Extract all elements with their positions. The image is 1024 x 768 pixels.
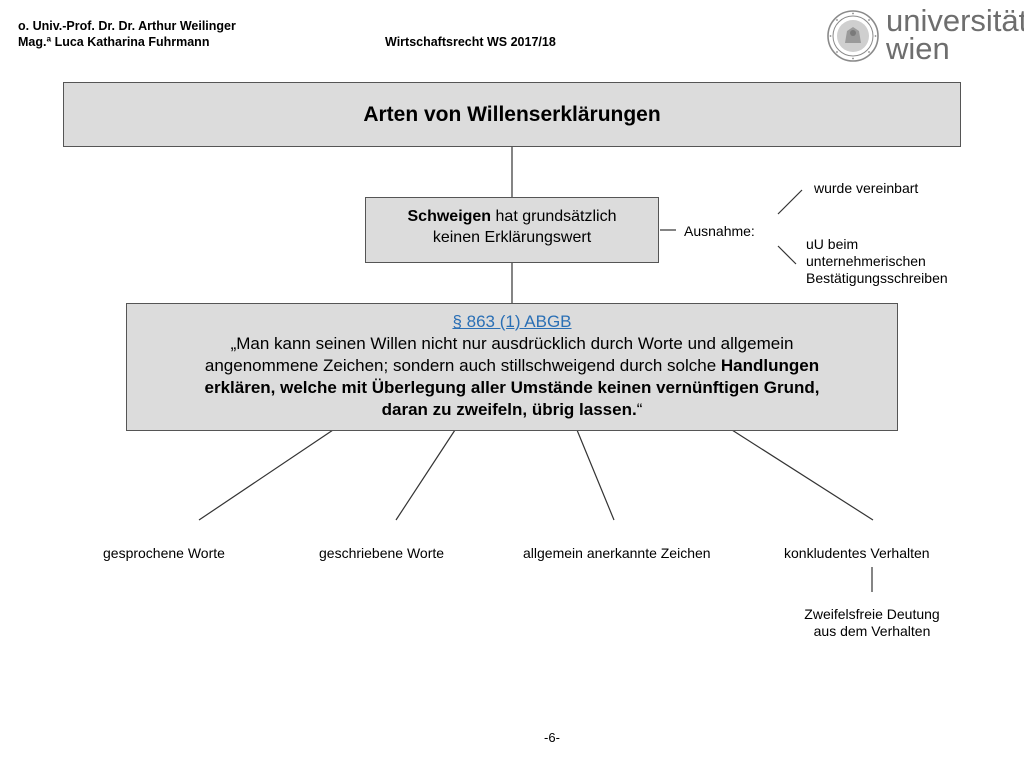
law-quote-line-1: „Man kann seinen Willen nicht nur ausdrü…: [230, 334, 794, 353]
form-conclusive-conduct: konkludentes Verhalten: [784, 545, 930, 561]
law-quote-line-4-end: “: [636, 400, 643, 419]
law-box: § 863 (1) ABGB „Man kann seinen Willen n…: [126, 303, 898, 431]
header-author-1: o. Univ.-Prof. Dr. Dr. Arthur Weilinger: [18, 19, 236, 33]
exception-label: Ausnahme:: [684, 223, 755, 239]
page-number: -6-: [544, 730, 560, 745]
university-logo: universität wien: [826, 5, 1024, 66]
university-seal-icon: [827, 10, 879, 62]
connector-law-to-form-4: [731, 429, 874, 521]
exception-option-2-line-2: unternehmerischen: [806, 253, 926, 269]
law-quote-line-4-bold: daran zu zweifeln, übrig lassen.: [381, 400, 637, 419]
exception-option-2-line-3: Bestätigungsschreiben: [806, 270, 948, 286]
silence-box: Schweigen hat grundsätzlich keinen Erklä…: [365, 197, 659, 263]
header-course: Wirtschaftsrecht WS 2017/18: [385, 35, 556, 49]
silence-box-line-1: Schweigen hat grundsätzlich: [366, 206, 658, 227]
logo-text-line-2: wien: [886, 31, 950, 66]
conclusion-line-1: Zweifelsfreie Deutung: [804, 606, 940, 622]
silence-rest-line-1: hat grundsätzlich: [491, 208, 617, 225]
form-written-words: geschriebene Worte: [319, 545, 445, 561]
silence-bold-word: Schweigen: [407, 208, 492, 225]
silence-box-line-2: keinen Erklärungswert: [432, 229, 592, 246]
law-quote-line-2: angenommene Zeichen; sondern auch stills…: [127, 355, 897, 377]
conclusion-line-2: aus dem Verhalten: [813, 623, 931, 639]
connector-law-to-form-1: [198, 429, 334, 521]
law-quote-line-2-regular: angenommene Zeichen; sondern auch stills…: [204, 356, 721, 375]
header-author-2: Mag.ª Luca Katharina Fuhrmann: [18, 35, 210, 49]
exception-option-2-line-1: uU beim: [806, 236, 859, 252]
form-spoken-words: gesprochene Worte: [103, 545, 225, 561]
law-reference-link[interactable]: § 863 (1) ABGB: [452, 312, 572, 331]
diagram-title: Arten von Willenserklärungen: [363, 102, 661, 126]
connector-law-to-form-2: [395, 429, 456, 521]
connector-exception-upper: [777, 189, 803, 215]
law-quote-line-2-bold: Handlungen: [720, 356, 820, 375]
logo-text-line-1: universität: [886, 3, 1024, 38]
conclusion-text: Zweifelsfreie Deutung aus dem Verhalten: [772, 606, 972, 640]
form-recognized-signs: allgemein anerkannte Zeichen: [523, 545, 711, 561]
connector-exception-lower: [777, 245, 797, 265]
law-quote-line-4: daran zu zweifeln, übrig lassen.“: [127, 399, 897, 421]
exception-option-1: wurde vereinbart: [814, 180, 919, 196]
law-quote-line-3: erklären, welche mit Überlegung aller Um…: [204, 378, 820, 397]
connector-law-to-form-3: [576, 429, 615, 521]
title-box: Arten von Willenserklärungen: [63, 82, 961, 147]
